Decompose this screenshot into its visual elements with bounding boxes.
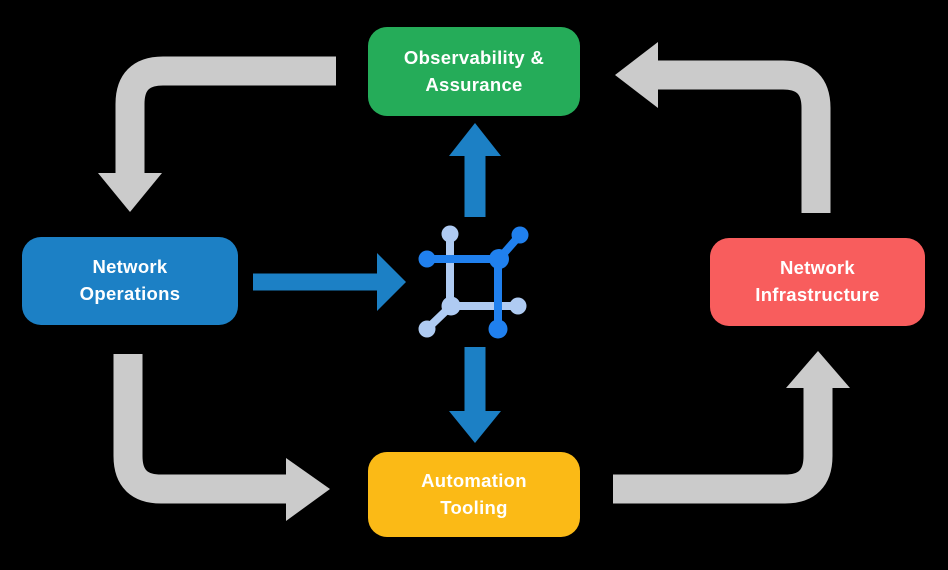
node-automation-tooling-label: Automation Tooling: [421, 469, 527, 518]
arrow-tooling-to-infrastructure: [613, 351, 850, 504]
arrow-infrastructure-to-green: [615, 42, 831, 213]
node-network-operations: Network Operations: [22, 237, 238, 325]
arrow-operations-to-tooling: [113, 354, 330, 521]
node-network-operations-label: Network Operations: [79, 256, 181, 304]
node-observability-assurance-label: Observability & Assurance: [403, 46, 545, 95]
arrow-operations-to-center: [253, 253, 406, 311]
node-observability-assurance: Observability & Assurance: [368, 27, 580, 116]
arrow-green-to-operations: [98, 56, 336, 212]
arrow-center-to-observability: [449, 123, 501, 217]
node-network-infrastructure: Network Infrastructure: [710, 238, 925, 326]
arrow-center-to-tooling: [449, 347, 501, 443]
node-automation-tooling: Automation Tooling: [368, 452, 580, 537]
node-network-infrastructure-label: Network Infrastructure: [755, 257, 880, 305]
network-mesh-icon: [418, 225, 529, 339]
